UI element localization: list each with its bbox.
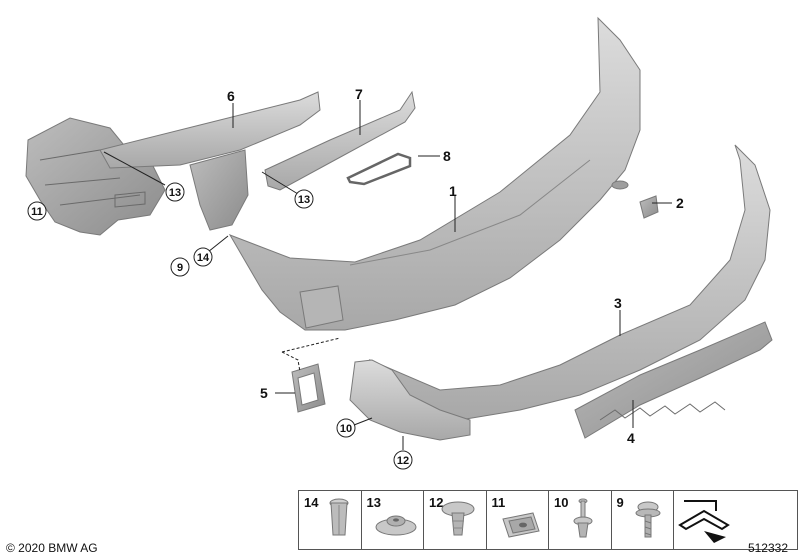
svg-text:12: 12 (397, 455, 409, 467)
mount-bracket-part (264, 90, 416, 191)
legend-cell-symbol (674, 491, 737, 549)
diffuser-part (368, 144, 771, 421)
svg-text:13: 13 (298, 194, 310, 206)
callout-5: 5 (260, 385, 268, 401)
callout-6: 6 (227, 88, 235, 104)
legend-cell-10: 10 (549, 491, 612, 549)
callout-1: 1 (449, 183, 457, 199)
legend-number: 11 (491, 495, 506, 510)
callout-14: 14 (193, 247, 213, 267)
circled-callouts: 11 13 13 9 14 10 12 (27, 182, 413, 470)
callout-11: 11 (27, 201, 47, 221)
legend-number: 9 (616, 495, 624, 510)
collar-nut-icon (375, 515, 416, 536)
hex-screw-icon (635, 501, 660, 538)
callout-4: 4 (627, 430, 635, 446)
carrier-beam-part (99, 91, 321, 231)
legend-number: 13 (366, 495, 381, 510)
legend-cell-9: 9 (612, 491, 674, 549)
legend-cell-11: 11 (487, 491, 549, 549)
callout-9: 9 (170, 257, 190, 277)
bezel-frame-part (291, 363, 326, 413)
legend-number: 12 (429, 495, 444, 510)
svg-text:11: 11 (31, 206, 43, 218)
callout-13-right: 13 (294, 189, 314, 209)
legend-number: 10 (554, 495, 569, 510)
push-pin-clip-icon (573, 498, 593, 538)
svg-text:13: 13 (169, 187, 181, 199)
bracket-left-part (25, 117, 166, 236)
callout-10: 10 (336, 418, 356, 438)
callout-7: 7 (355, 86, 363, 102)
legend-cell-14: 14 (299, 491, 362, 549)
svg-text:9: 9 (177, 262, 183, 274)
copyright-text: © 2020 BMW AG (6, 541, 98, 555)
cover-cap-part (639, 195, 659, 219)
leader-lines (103, 100, 672, 450)
grille-trim-part (574, 321, 773, 439)
legend-cell-13: 13 (362, 491, 424, 549)
plastic-expanding-rivet-icon (441, 501, 475, 536)
svg-text:10: 10 (340, 423, 352, 435)
callout-13-left: 13 (165, 182, 185, 202)
clip-nut-icon (501, 512, 540, 538)
expanding-rivet-icon (329, 498, 349, 536)
fastener-legend: 14 13 12 11 10 (298, 490, 798, 550)
callout-numbers: 6 7 8 1 2 3 4 5 (227, 86, 684, 446)
callout-12: 12 (393, 450, 413, 470)
svg-text:14: 14 (197, 252, 210, 264)
bracket-symbol-icon (678, 500, 730, 543)
legend-cell-12: 12 (424, 491, 487, 549)
callout-2: 2 (676, 195, 684, 211)
lower-side-trim-part (349, 359, 471, 441)
callout-3: 3 (614, 295, 622, 311)
diagram-id: 512332 (747, 541, 788, 555)
legend-number: 14 (304, 495, 319, 510)
callout-8: 8 (443, 148, 451, 164)
wire-retainer-part (346, 152, 412, 186)
bumper-panel-part (228, 16, 641, 331)
